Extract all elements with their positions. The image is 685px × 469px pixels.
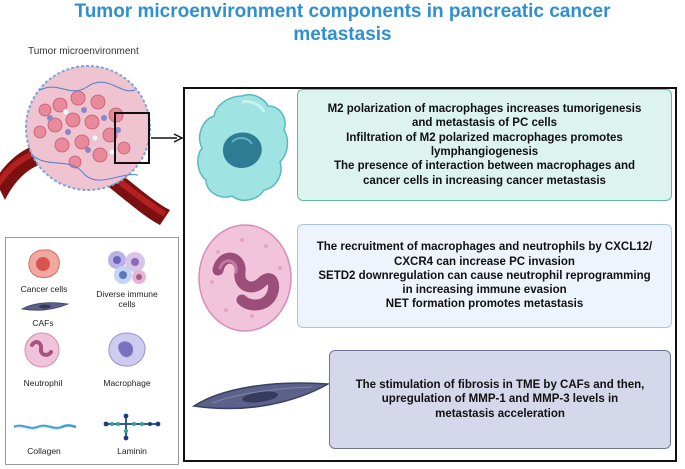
collagen-icon: [13, 424, 77, 430]
laminin-icon: [103, 413, 161, 441]
title-line-2: metastasis: [293, 24, 392, 45]
macrophage-icon: [108, 332, 146, 367]
macrophage-line-6: cancer cells in increasing cancer metast…: [363, 174, 606, 187]
legend-cafs: CAFs: [32, 318, 54, 328]
macrophage-line-1: M2 polarization of macrophages increases…: [327, 103, 642, 116]
caf-icon: [20, 302, 70, 311]
macrophage-panel: M2 polarization of macrophages increases…: [297, 89, 672, 201]
zoom-square: [114, 112, 150, 164]
macrophage-illustration: [197, 94, 289, 202]
legend-box: Cancer cells Diverse immune cells CAFs N…: [5, 237, 179, 465]
neutrophil-line-2: CXCR4 can increase PC invasion: [394, 255, 575, 268]
legend-cancer-cells: Cancer cells: [20, 284, 68, 294]
neutrophil-icon: [24, 332, 60, 368]
legend-collagen: Collagen: [27, 446, 61, 456]
neutrophil-illustration: [198, 224, 292, 332]
neutrophil-line-5: NET formation promotes metastasis: [385, 298, 584, 311]
neutrophil-line-4: in increasing immune evasion: [402, 284, 567, 297]
macrophage-line-4: lymphangiogenesis: [430, 146, 539, 158]
legend-laminin: Laminin: [117, 446, 147, 456]
tme-label: Tumor microenvironment: [28, 46, 139, 57]
tumor-illustration: [0, 65, 170, 225]
caf-line-2: upregulation of MMP-1 and MMP-3 levels i…: [381, 393, 619, 406]
figure-title: Tumor microenvironment components in pan…: [0, 0, 685, 46]
caf-panel: The stimulation of fibrosis in TME by CA…: [329, 350, 671, 449]
caf-line-3: metastasis acceleration: [435, 407, 565, 420]
neutrophil-panel: The recruitment of macrophages and neutr…: [297, 224, 672, 328]
arrow-icon: [151, 133, 184, 143]
cancer-cell-icon: [28, 249, 60, 278]
legend-neutrophil: Neutrophil: [23, 378, 63, 388]
legend-immune-line-1: Diverse immune: [96, 289, 158, 299]
caf-illustration: [191, 382, 331, 410]
title-line-1: Tumor microenvironment components in pan…: [74, 1, 611, 22]
neutrophil-line-3: SETD2 downregulation can cause neutrophi…: [318, 269, 651, 282]
macrophage-line-3: Infiltration of M2 polarized macrophages…: [346, 131, 623, 144]
macrophage-line-5: The presence of interaction between macr…: [334, 160, 635, 173]
macrophage-line-2: and metastasis of PC cells: [411, 117, 558, 130]
neutrophil-line-1: The recruitment of macrophages and neutr…: [316, 241, 653, 254]
legend-macrophage: Macrophage: [103, 378, 151, 388]
legend-immune-line-2: cells: [118, 299, 136, 309]
caf-line-1: The stimulation of fibrosis in TME by CA…: [355, 379, 645, 392]
legend-immune-cells: Diverse immune cells: [92, 289, 162, 309]
immune-cells-icon: [108, 251, 146, 284]
